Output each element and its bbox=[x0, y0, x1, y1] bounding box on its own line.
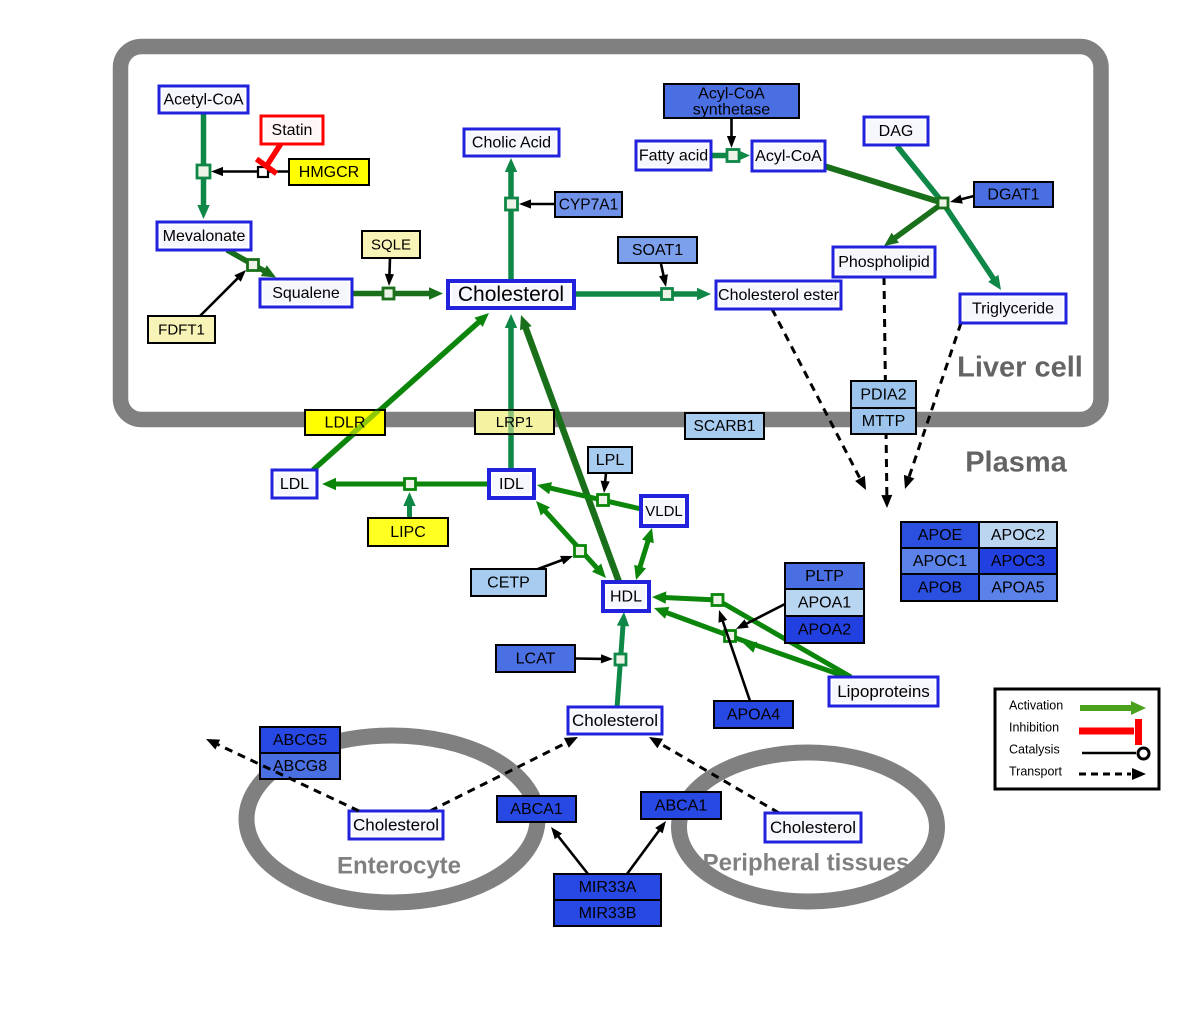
svg-text:IDL: IDL bbox=[499, 476, 524, 493]
svg-text:LDLR: LDLR bbox=[325, 415, 366, 432]
svg-text:Triglyceride: Triglyceride bbox=[972, 301, 1054, 318]
svg-text:Cholesterol: Cholesterol bbox=[353, 815, 439, 834]
svg-text:HDL: HDL bbox=[610, 589, 642, 606]
svg-text:Acyl-CoA: Acyl-CoA bbox=[755, 148, 822, 165]
svg-text:APOA1: APOA1 bbox=[798, 595, 851, 612]
svg-text:Acyl-CoA: Acyl-CoA bbox=[698, 86, 765, 103]
svg-text:SCARB1: SCARB1 bbox=[693, 418, 755, 435]
svg-text:APOA4: APOA4 bbox=[727, 707, 780, 724]
svg-text:Mevalonate: Mevalonate bbox=[163, 228, 246, 245]
svg-text:Lipoproteins: Lipoproteins bbox=[837, 682, 930, 701]
svg-text:Activation: Activation bbox=[1009, 698, 1063, 712]
svg-text:Liver cell: Liver cell bbox=[957, 352, 1083, 384]
svg-text:MIR33A: MIR33A bbox=[579, 879, 637, 896]
svg-text:Phospholipid: Phospholipid bbox=[838, 254, 930, 271]
svg-text:CYP7A1: CYP7A1 bbox=[559, 197, 618, 214]
svg-text:Statin: Statin bbox=[272, 122, 313, 139]
svg-text:ABCA1: ABCA1 bbox=[510, 801, 563, 818]
svg-text:Squalene: Squalene bbox=[272, 285, 340, 302]
svg-text:Fatty acid: Fatty acid bbox=[639, 148, 708, 165]
svg-text:DAG: DAG bbox=[879, 123, 914, 140]
svg-text:LCAT: LCAT bbox=[516, 651, 556, 668]
svg-text:Inhibition: Inhibition bbox=[1009, 720, 1059, 734]
svg-text:HMGCR: HMGCR bbox=[299, 164, 359, 181]
svg-text:LRP1: LRP1 bbox=[496, 414, 534, 431]
svg-text:ABCG5: ABCG5 bbox=[273, 732, 327, 749]
svg-text:APOA5: APOA5 bbox=[991, 580, 1044, 597]
svg-text:synthetase: synthetase bbox=[693, 102, 770, 119]
svg-text:SOAT1: SOAT1 bbox=[632, 242, 683, 259]
svg-text:Cholesterol: Cholesterol bbox=[458, 283, 564, 306]
svg-text:LPL: LPL bbox=[596, 452, 625, 469]
svg-text:APOA2: APOA2 bbox=[798, 622, 851, 639]
svg-text:ABCG8: ABCG8 bbox=[273, 758, 327, 775]
svg-text:APOC3: APOC3 bbox=[991, 553, 1045, 570]
svg-text:Cholic Acid: Cholic Acid bbox=[472, 135, 551, 152]
svg-text:Plasma: Plasma bbox=[965, 447, 1067, 479]
svg-text:Cholesterol: Cholesterol bbox=[770, 818, 856, 837]
svg-text:SQLE: SQLE bbox=[371, 236, 411, 253]
svg-text:APOC2: APOC2 bbox=[991, 527, 1045, 544]
svg-text:CETP: CETP bbox=[487, 575, 530, 592]
svg-text:APOC1: APOC1 bbox=[913, 553, 967, 570]
svg-text:Peripheral tissues: Peripheral tissues bbox=[703, 849, 910, 876]
svg-text:APOB: APOB bbox=[918, 580, 962, 597]
svg-text:ABCA1: ABCA1 bbox=[655, 798, 708, 815]
svg-text:PLTP: PLTP bbox=[805, 568, 844, 585]
svg-text:LDL: LDL bbox=[280, 476, 309, 493]
svg-text:Enterocyte: Enterocyte bbox=[337, 852, 461, 879]
svg-text:PDIA2: PDIA2 bbox=[860, 387, 906, 404]
svg-text:Transport: Transport bbox=[1009, 764, 1063, 778]
svg-text:FDFT1: FDFT1 bbox=[158, 321, 205, 338]
svg-text:VLDL: VLDL bbox=[645, 503, 683, 520]
svg-text:Cholesterol ester: Cholesterol ester bbox=[718, 287, 840, 304]
svg-text:APOE: APOE bbox=[918, 527, 962, 544]
svg-text:Acetyl-CoA: Acetyl-CoA bbox=[163, 92, 243, 109]
svg-text:Catalysis: Catalysis bbox=[1009, 742, 1060, 756]
svg-text:LIPC: LIPC bbox=[390, 524, 426, 541]
svg-text:MIR33B: MIR33B bbox=[579, 905, 637, 922]
svg-text:Cholesterol: Cholesterol bbox=[572, 711, 658, 730]
svg-text:MTTP: MTTP bbox=[862, 413, 906, 430]
svg-text:DGAT1: DGAT1 bbox=[987, 187, 1039, 204]
